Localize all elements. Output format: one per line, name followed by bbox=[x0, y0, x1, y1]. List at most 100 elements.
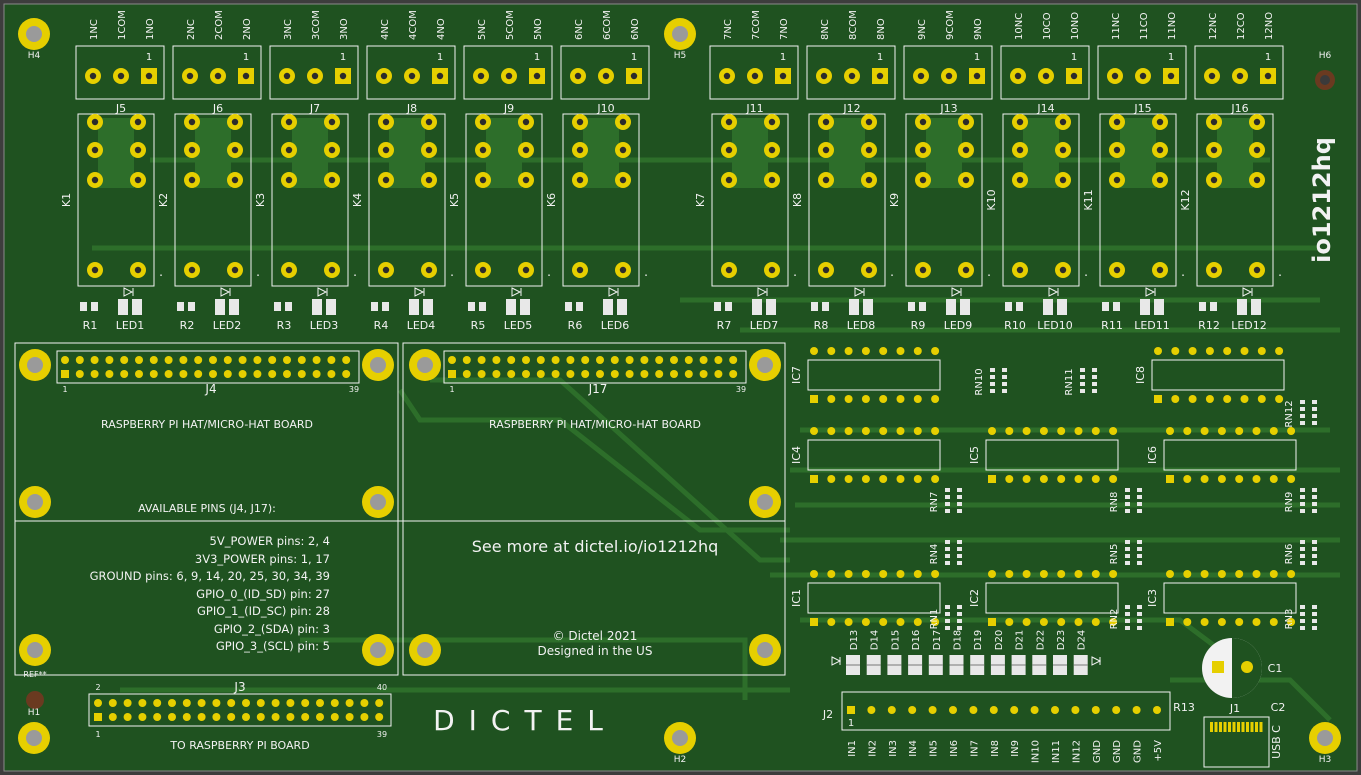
terminal-ref: J5 bbox=[115, 102, 126, 115]
drill-hole bbox=[1059, 118, 1067, 126]
resistor-pad bbox=[714, 302, 721, 311]
header-pin bbox=[94, 699, 102, 707]
ic-chip: IC3 bbox=[1146, 570, 1297, 626]
terminal-ref: J6 bbox=[212, 102, 223, 115]
led-pad bbox=[215, 299, 225, 315]
ic-pin bbox=[931, 427, 940, 435]
mount-hole: H2 bbox=[664, 722, 696, 765]
rn-ref: RN4 bbox=[929, 544, 940, 565]
rn-pad bbox=[1300, 509, 1305, 513]
led-ref: LED10 bbox=[1037, 319, 1073, 332]
ic-pin bbox=[1223, 395, 1232, 403]
led-pad bbox=[409, 299, 419, 315]
hat-mount-drill bbox=[370, 642, 386, 658]
rn-pad bbox=[1300, 414, 1305, 418]
resistor-pad bbox=[1199, 302, 1206, 311]
terminal-ref: J11 bbox=[745, 102, 763, 115]
usb-pin bbox=[1259, 722, 1263, 732]
header-pin bbox=[301, 713, 310, 721]
connector-pin-label: IN4 bbox=[908, 740, 919, 757]
header-pin bbox=[256, 699, 265, 707]
header-pin bbox=[342, 356, 351, 364]
terminal-ref: J9 bbox=[503, 102, 514, 115]
rn-pad bbox=[945, 626, 950, 630]
ic-pin bbox=[1269, 475, 1278, 483]
header-pin bbox=[448, 356, 456, 364]
header-pin bbox=[477, 370, 486, 378]
connector-pin bbox=[1091, 706, 1100, 714]
rn-ref: RN12 bbox=[1284, 400, 1295, 427]
ic-pin bbox=[1057, 427, 1066, 435]
ic-chip: IC1 bbox=[790, 570, 941, 626]
connector-pin bbox=[969, 706, 978, 714]
drill-hole bbox=[1113, 266, 1121, 274]
header-pin bbox=[729, 370, 738, 378]
ic-pin bbox=[879, 618, 888, 626]
drill-hole bbox=[382, 266, 390, 274]
terminal-pin-label: 6NO bbox=[630, 18, 641, 40]
rn-pad bbox=[1312, 626, 1317, 630]
terminal-pin-label: 6NC bbox=[574, 19, 585, 40]
header-pin bbox=[223, 370, 232, 378]
drill-hole bbox=[425, 266, 433, 274]
drill-hole bbox=[408, 72, 416, 80]
rn-pad bbox=[945, 561, 950, 565]
led-pad bbox=[1043, 299, 1053, 315]
hat-mount-drill bbox=[757, 494, 773, 510]
terminal-pin-label: 7NO bbox=[779, 18, 790, 40]
terminal-pin-label: 7NC bbox=[723, 19, 734, 40]
pad bbox=[1212, 661, 1224, 673]
led-ref: LED5 bbox=[504, 319, 533, 332]
ic-pin bbox=[1240, 347, 1249, 355]
drill-hole bbox=[436, 72, 444, 80]
ic-pin bbox=[810, 570, 818, 578]
relay-trace bbox=[486, 118, 522, 188]
hat-mount-drill bbox=[370, 494, 386, 510]
led-symbol-icon bbox=[1242, 287, 1253, 297]
relay-ref: K7 bbox=[694, 193, 707, 207]
ic-pin bbox=[1091, 427, 1100, 435]
header-pin bbox=[164, 370, 173, 378]
ic-pin bbox=[1057, 618, 1066, 626]
drill-hole bbox=[1156, 176, 1164, 184]
connector-pin bbox=[1030, 706, 1039, 714]
ic-pin bbox=[1235, 475, 1244, 483]
rn-ref: RN6 bbox=[1284, 544, 1295, 565]
header-pin bbox=[729, 356, 738, 364]
led-ref: LED2 bbox=[213, 319, 242, 332]
rn-pad bbox=[1092, 382, 1097, 386]
copyright: © Dictel 2021 bbox=[553, 629, 638, 643]
resistor-pad bbox=[274, 302, 281, 311]
header-pin-label: 2 bbox=[95, 683, 100, 692]
drill-hole bbox=[822, 266, 830, 274]
diode-ref: D23 bbox=[1056, 630, 1067, 650]
drill-hole bbox=[231, 176, 239, 184]
drill-hole bbox=[231, 118, 239, 126]
ic-pin bbox=[931, 570, 940, 578]
drill-hole bbox=[91, 266, 99, 274]
header-pin bbox=[312, 356, 321, 364]
drill-hole bbox=[1016, 146, 1024, 154]
relay-trace bbox=[1217, 118, 1253, 188]
header-pin-last: 39 bbox=[736, 385, 746, 394]
drill-hole bbox=[1156, 118, 1164, 126]
drill-hole bbox=[214, 72, 222, 80]
diode-ref: D13 bbox=[849, 630, 860, 650]
ic-pin bbox=[1154, 395, 1162, 403]
ic-pin bbox=[913, 618, 922, 626]
terminal-outline bbox=[75, 45, 165, 100]
drill-hole bbox=[962, 176, 970, 184]
diode-ref: D17 bbox=[932, 630, 943, 650]
resistor-pad bbox=[1005, 302, 1012, 311]
terminal-pin-label: 1NO bbox=[145, 18, 156, 40]
ic-pin bbox=[827, 427, 836, 435]
led-ref: LED4 bbox=[407, 319, 436, 332]
header-pin bbox=[238, 370, 247, 378]
header-pin bbox=[670, 370, 678, 378]
terminal-outline bbox=[903, 45, 993, 100]
drill-hole bbox=[945, 72, 953, 80]
drill-hole bbox=[725, 146, 733, 154]
drill-hole bbox=[723, 72, 731, 80]
